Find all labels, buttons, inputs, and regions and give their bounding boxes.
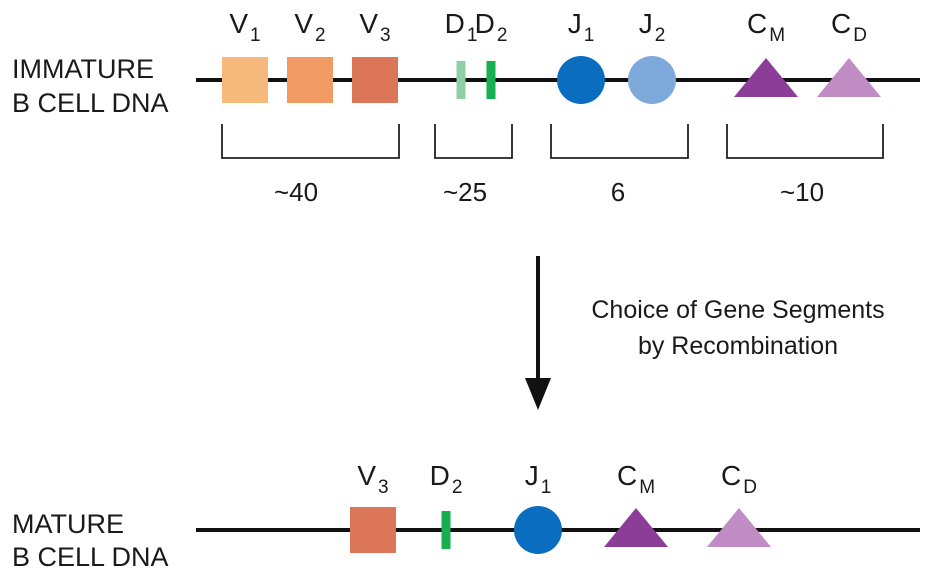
immature-segment-cm-triangle (734, 58, 798, 97)
immature-segment-v2-subscript: 2 (315, 25, 326, 46)
mature-segment-cm-letter: C (617, 460, 637, 491)
immature-segment-d1-subscript: 1 (467, 25, 478, 46)
mature-label-line2: B CELL DNA (12, 542, 169, 572)
immature-segment-v1-letter: V (229, 8, 248, 39)
immature-segment-cd-letter: C (831, 8, 851, 39)
bracket-v-group (221, 124, 400, 159)
immature-segment-j1-letter: J (568, 8, 582, 39)
immature-segment-v2-letter: V (294, 8, 313, 39)
mature-segment-d2-bar (441, 511, 451, 549)
immature-segment-d2-bar (486, 61, 496, 99)
mature-segment-d2-letter: D (430, 460, 450, 491)
mature-segment-v3-subscript: 3 (378, 477, 389, 498)
mature-segment-v3-square (350, 507, 396, 553)
immature-segment-j2-letter: J (639, 8, 653, 39)
mature-label-line1: MATURE (12, 509, 124, 539)
recombination-caption-line2: by Recombination (638, 332, 838, 360)
immature-segment-v2-square (287, 57, 333, 103)
immature-segment-j2-subscript: 2 (655, 25, 666, 46)
immature-segment-d2-letter: D (475, 8, 495, 39)
down-arrow-icon (525, 378, 551, 410)
immature-segment-d1-letter: D (445, 8, 465, 39)
c-group-count: ~10 (780, 177, 824, 207)
immature-segment-cd-triangle (817, 58, 881, 97)
mature-segment-v3-letter: V (357, 460, 376, 491)
immature-label-line2: B CELL DNA (12, 88, 169, 118)
bracket-c-group (726, 124, 884, 159)
immature-segment-v3-letter: V (359, 8, 378, 39)
mature-segment-cd-letter: C (721, 460, 741, 491)
immature-segment-j1-circle (557, 56, 605, 104)
mature-segment-j1-circle (514, 506, 562, 554)
mature-segment-j1-letter: J (525, 460, 539, 491)
recombination-caption-line1: Choice of Gene Segments (591, 296, 884, 324)
mature-segment-cm-triangle (604, 508, 668, 547)
immature-segment-v3-subscript: 3 (380, 25, 391, 46)
immature-segment-cm-letter: C (747, 8, 767, 39)
recombination-step: Choice of Gene Segments by Recombination (525, 256, 885, 410)
immature-segment-j2-circle (628, 56, 676, 104)
immature-segment-v3-square (352, 57, 398, 103)
immature-segment-d2-subscript: 2 (497, 25, 508, 46)
mature-segment-cm-subscript: M (639, 477, 655, 498)
mature-segment-cd-subscript: D (743, 477, 757, 498)
mature-segment-d2-subscript: 2 (452, 477, 463, 498)
immature-segment-cm-subscript: M (769, 25, 785, 46)
immature-segment-v1-square (222, 57, 268, 103)
immature-segment-d1-bar (456, 61, 466, 99)
immature-label-line1: IMMATURE (12, 54, 154, 84)
mature-segment-j1-subscript: 1 (541, 477, 552, 498)
immature-group-brackets (221, 124, 884, 159)
immature-segment-v1-subscript: 1 (250, 25, 261, 46)
mature-segment-cd-triangle (707, 508, 771, 547)
v-group-count: ~40 (274, 177, 318, 207)
bracket-d-group (434, 124, 513, 159)
bracket-j-group (550, 124, 689, 159)
immature-segment-cd-subscript: D (853, 25, 867, 46)
j-group-count: 6 (611, 177, 625, 207)
immature-segment-j1-subscript: 1 (584, 25, 595, 46)
d-group-count: ~25 (443, 177, 487, 207)
